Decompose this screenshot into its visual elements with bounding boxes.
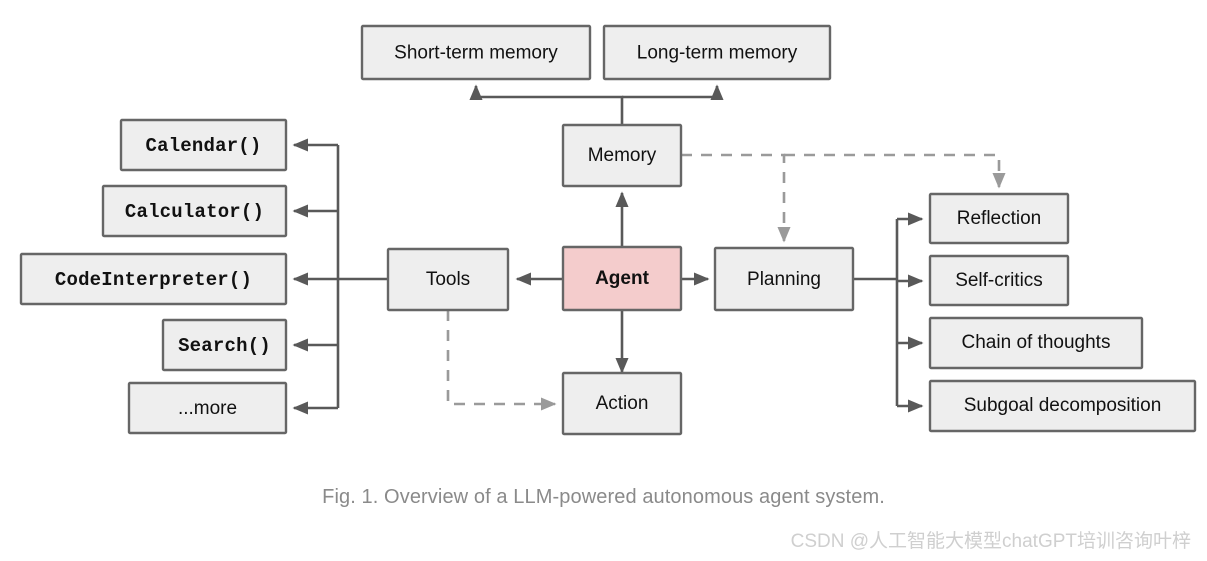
node-memory-label: Memory — [588, 145, 657, 166]
node-subgoal-decomposition-label: Subgoal decomposition — [964, 395, 1162, 416]
node-more-label: ...more — [178, 398, 237, 419]
node-planning-label: Planning — [747, 269, 821, 290]
node-calendar-label: Calendar() — [145, 135, 261, 157]
node-long-term-memory[interactable]: Long-term memory — [602, 24, 832, 81]
node-self-critics[interactable]: Self-critics — [928, 254, 1070, 307]
node-subgoal-decomposition[interactable]: Subgoal decomposition — [928, 379, 1197, 433]
node-tools[interactable]: Tools — [386, 247, 510, 312]
node-calendar[interactable]: Calendar() — [119, 118, 288, 172]
node-more[interactable]: ...more — [127, 381, 288, 435]
node-calculator[interactable]: Calculator() — [101, 184, 288, 238]
node-short-term-memory[interactable]: Short-term memory — [360, 24, 592, 81]
node-action-label: Action — [596, 393, 649, 414]
node-reflection-label: Reflection — [957, 208, 1042, 229]
edge-memory-to-planning-dashed — [681, 153, 791, 243]
edge-memory-to-long-term-memory — [622, 84, 724, 101]
node-short-term-memory-label: Short-term memory — [394, 43, 558, 64]
node-search[interactable]: Search() — [161, 318, 288, 372]
node-long-term-memory-label: Long-term memory — [637, 43, 798, 64]
node-action[interactable]: Action — [561, 371, 683, 436]
node-calculator-label: Calculator() — [125, 201, 264, 223]
node-search-label: Search() — [178, 335, 271, 357]
figure-caption: Fig. 1. Overview of a LLM-powered autono… — [322, 486, 885, 508]
edge-tools-to-action-dashed — [446, 310, 557, 411]
node-agent-label: Agent — [595, 268, 650, 289]
node-memory[interactable]: Memory — [561, 123, 683, 188]
node-code-interpreter-label: CodeInterpreter() — [55, 269, 252, 291]
edge-planning-trunk — [853, 219, 899, 406]
edge-memory-to-short-term-memory — [469, 84, 624, 125]
node-self-critics-label: Self-critics — [955, 270, 1043, 291]
node-reflection[interactable]: Reflection — [928, 192, 1070, 245]
agent-system-diagram: Short-term memory Long-term memory Memor… — [19, 24, 1197, 436]
edge-memory-to-reflection-dashed — [784, 153, 1006, 189]
node-chain-of-thoughts[interactable]: Chain of thoughts — [928, 316, 1144, 370]
node-planning[interactable]: Planning — [713, 246, 855, 312]
node-chain-of-thoughts-label: Chain of thoughts — [962, 332, 1111, 353]
edge-tools-trunk — [336, 145, 388, 408]
node-agent[interactable]: Agent — [561, 245, 683, 312]
watermark-text: CSDN @人工智能大模型chatGPT培训咨询叶梓 — [790, 531, 1191, 552]
node-tools-label: Tools — [426, 269, 470, 290]
node-code-interpreter[interactable]: CodeInterpreter() — [19, 252, 288, 306]
